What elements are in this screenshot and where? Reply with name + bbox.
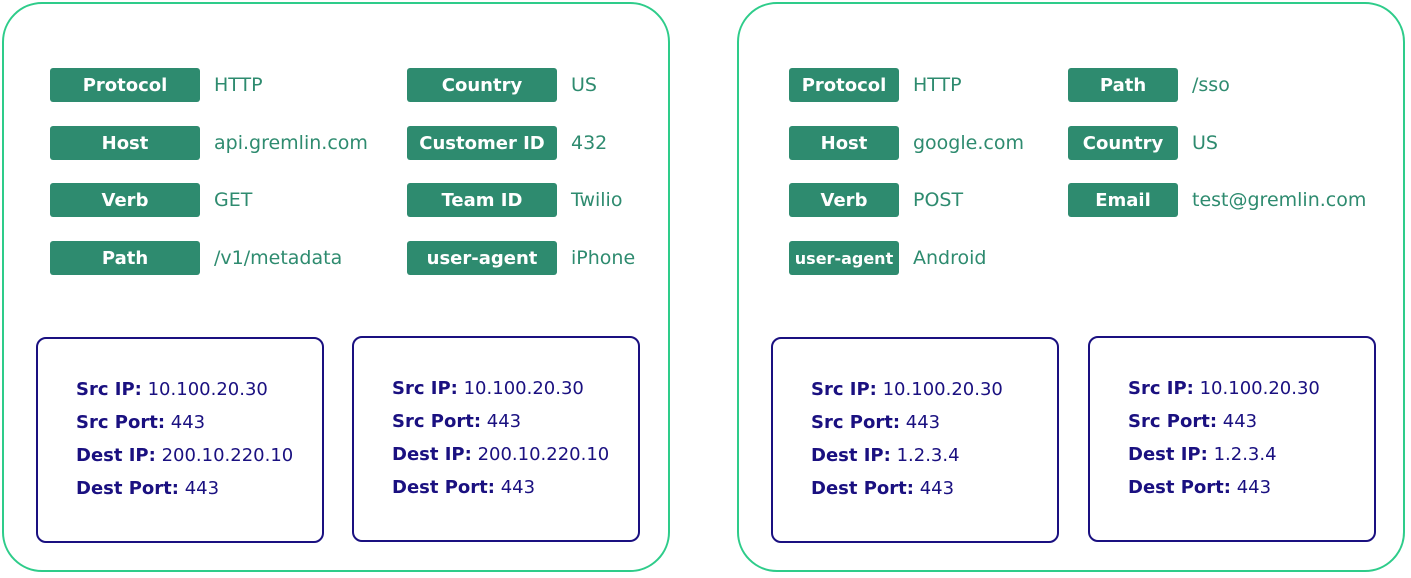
attribute-tag: Verb (50, 183, 200, 217)
field-value: 443 (1236, 477, 1272, 498)
attribute-value: US (571, 74, 597, 96)
connection-field: Dest Port: 443 (1128, 477, 1271, 498)
connection-field: Dest Port: 443 (76, 478, 219, 499)
attribute-value: /sso (1192, 74, 1230, 96)
connection-field: Src Port: 443 (392, 411, 521, 432)
attribute-value: Android (913, 247, 987, 269)
field-value: 443 (500, 477, 536, 498)
connection-field: Dest IP: 1.2.3.4 (1128, 444, 1277, 465)
connection-field: Src IP: 10.100.20.30 (392, 378, 584, 399)
attribute-value: google.com (913, 132, 1024, 154)
field-value: 200.10.220.10 (477, 444, 610, 465)
field-label: Src IP: (1128, 378, 1194, 399)
field-value: 10.100.20.30 (882, 379, 1003, 400)
attribute-tag: Team ID (407, 183, 557, 217)
attribute-tag: user-agent (789, 241, 899, 275)
field-label: Dest Port: (811, 478, 914, 499)
connection-field: Src Port: 443 (1128, 411, 1257, 432)
attribute-tag: Email (1068, 183, 1178, 217)
attribute-tag: Country (407, 68, 557, 102)
connection-field: Src Port: 443 (811, 412, 940, 433)
field-value: 443 (1222, 411, 1258, 432)
field-value: 443 (905, 412, 941, 433)
attribute-tag: Protocol (50, 68, 200, 102)
connection-field: Dest IP: 200.10.220.10 (76, 445, 293, 466)
attribute-value: POST (913, 189, 964, 211)
attribute-value: HTTP (913, 74, 962, 96)
field-label: Dest IP: (811, 445, 891, 466)
field-value: 10.100.20.30 (1199, 378, 1320, 399)
field-value: 443 (184, 478, 220, 499)
field-value: 10.100.20.30 (463, 378, 584, 399)
attribute-value: US (1192, 132, 1218, 154)
attribute-value: HTTP (214, 74, 263, 96)
attribute-value: api.gremlin.com (214, 132, 368, 154)
connection-field: Src Port: 443 (76, 412, 205, 433)
field-label: Src IP: (76, 379, 142, 400)
connection-field: Dest Port: 443 (392, 477, 535, 498)
request-panel (2, 2, 670, 572)
attribute-value: test@gremlin.com (1192, 189, 1367, 211)
field-value: 443 (919, 478, 955, 499)
connection-field: Src IP: 10.100.20.30 (1128, 378, 1320, 399)
field-label: Src IP: (811, 379, 877, 400)
field-label: Dest Port: (76, 478, 179, 499)
field-label: Dest IP: (392, 444, 472, 465)
field-label: Src Port: (1128, 411, 1218, 432)
attribute-value: iPhone (571, 247, 636, 269)
connection-field: Dest IP: 1.2.3.4 (811, 445, 960, 466)
attribute-tag: Host (50, 126, 200, 160)
field-label: Src Port: (811, 412, 901, 433)
field-label: Src Port: (76, 412, 166, 433)
field-label: Src Port: (392, 411, 482, 432)
field-label: Dest IP: (76, 445, 156, 466)
attribute-tag: Protocol (789, 68, 899, 102)
attribute-tag: Path (50, 241, 200, 275)
attribute-tag: user-agent (407, 241, 557, 275)
attribute-value: 432 (571, 132, 608, 154)
field-value: 1.2.3.4 (896, 445, 960, 466)
attribute-tag: Host (789, 126, 899, 160)
field-label: Dest IP: (1128, 444, 1208, 465)
field-value: 200.10.220.10 (161, 445, 294, 466)
attribute-value: Twilio (571, 189, 623, 211)
field-label: Dest Port: (1128, 477, 1231, 498)
attribute-tag: Customer ID (407, 126, 557, 160)
connection-field: Src IP: 10.100.20.30 (76, 379, 268, 400)
connection-field: Dest IP: 200.10.220.10 (392, 444, 609, 465)
attribute-tag: Verb (789, 183, 899, 217)
field-label: Dest Port: (392, 477, 495, 498)
field-label: Src IP: (392, 378, 458, 399)
field-value: 10.100.20.30 (147, 379, 268, 400)
field-value: 443 (170, 412, 206, 433)
connection-field: Dest Port: 443 (811, 478, 954, 499)
field-value: 443 (486, 411, 522, 432)
attribute-tag: Path (1068, 68, 1178, 102)
attribute-value: GET (214, 189, 253, 211)
connection-field: Src IP: 10.100.20.30 (811, 379, 1003, 400)
request-panel (737, 2, 1405, 572)
attribute-value: /v1/metadata (214, 247, 343, 269)
attribute-tag: Country (1068, 126, 1178, 160)
field-value: 1.2.3.4 (1213, 444, 1277, 465)
